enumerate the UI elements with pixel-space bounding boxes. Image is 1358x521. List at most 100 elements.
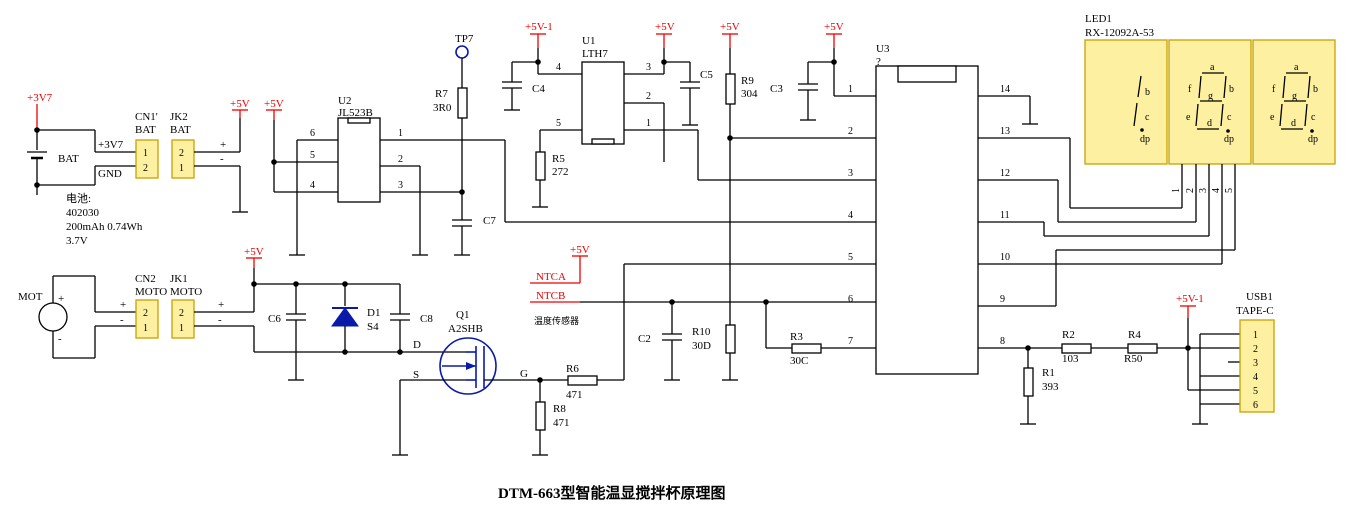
cn2-ref: CN2	[135, 273, 156, 285]
battery-ref: BAT	[58, 153, 79, 165]
led-seg-e2: e	[1186, 112, 1191, 123]
jk2-plus: +	[220, 139, 226, 151]
c7-ref: C7	[483, 215, 496, 227]
usb-val: TAPE-C	[1236, 305, 1274, 317]
cn1-val: BAT	[135, 124, 156, 136]
ntca-label: NTCA	[536, 271, 566, 283]
r4	[1127, 343, 1158, 354]
led-seg-f3: f	[1272, 84, 1276, 95]
jk2-val: BAT	[170, 124, 191, 136]
u3-pin13: 13	[1000, 126, 1010, 137]
q1-gate-label: G	[520, 368, 528, 380]
led-ref: LED1	[1085, 13, 1112, 25]
power-label-5v-ntc: +5V	[570, 244, 590, 256]
cn2-plus: +	[120, 299, 126, 311]
led-seg-c1: c	[1145, 112, 1150, 123]
q1-ref: Q1	[456, 309, 469, 321]
u3-pin4: 4	[848, 210, 853, 221]
led-val: RX-12092A-53	[1085, 27, 1155, 39]
jk2-connector	[171, 139, 195, 179]
cn2-pin2: 1	[143, 323, 148, 334]
u3-pin10: 10	[1000, 252, 1010, 263]
power-label-5v-mot: +5V	[244, 246, 264, 258]
r9-ref: R9	[741, 75, 754, 87]
jk1-plus: +	[218, 299, 224, 311]
r6	[567, 375, 598, 386]
motor-ref: MOT	[18, 291, 43, 303]
led-pin4: 4	[1211, 188, 1222, 193]
usb-pin1: 1	[1253, 330, 1258, 341]
usb-pin5: 5	[1253, 386, 1258, 397]
q1-drain-label: D	[413, 339, 421, 351]
u1-ref: U1	[582, 35, 595, 47]
usb-section: R1 393 R2 103 R4 R50 +5V-1 USB1 TAPE-C 1…	[978, 291, 1275, 425]
r7-val: 3R0	[433, 102, 452, 114]
r3-ref: R3	[790, 331, 803, 343]
led-seg-c3: c	[1311, 112, 1316, 123]
r10	[725, 324, 736, 354]
u1-pin3: 3	[646, 62, 651, 73]
power-label-5v1-top: +5V-1	[525, 21, 553, 33]
u1-chip	[581, 61, 625, 145]
led-seg-a2: a	[1210, 62, 1215, 73]
u3-pin3: 3	[848, 168, 853, 179]
u3-pin14: 14	[1000, 84, 1010, 95]
r9-val: 304	[741, 88, 758, 100]
cn1-connector	[135, 139, 159, 179]
led-seg-d3: d	[1291, 118, 1296, 129]
motor-section: MOT + - CN2 MOTO 2 1 + - JK1 MOTO 2 1 + …	[18, 246, 598, 456]
u3-pin11: 11	[1000, 210, 1010, 221]
r5-val: 272	[552, 166, 569, 178]
c4-ref: C4	[532, 83, 545, 95]
r8-val: 471	[553, 417, 570, 429]
r2-val: 103	[1062, 353, 1079, 365]
d1-diode	[331, 307, 359, 327]
jk2-pin1: 2	[179, 148, 184, 159]
jk1-minus: -	[218, 314, 222, 326]
jk1-pin2: 1	[179, 323, 184, 334]
u3-pin7: 7	[848, 336, 853, 347]
r10-val: 30D	[692, 340, 711, 352]
r8	[535, 401, 546, 431]
motor-plus: +	[58, 293, 64, 305]
led-pin2: 2	[1185, 188, 1196, 193]
led-seg-dp2: dp	[1224, 134, 1234, 145]
u2-pin6: 6	[310, 128, 315, 139]
d1-val: S4	[367, 321, 379, 333]
led-digit-2	[1168, 39, 1252, 165]
motor-symbol	[38, 302, 68, 332]
led-seg-dp1: dp	[1140, 134, 1150, 145]
ntcb-label: NTCB	[536, 290, 565, 302]
ntc-section: +5V NTCA NTCB 温度传感器 C2 R3 30C	[530, 244, 876, 381]
u3-pin2: 2	[848, 126, 853, 137]
r2-ref: R2	[1062, 329, 1075, 341]
led-display: LED1 RX-12092A-53 b c dp a f b g e c d	[1084, 13, 1336, 264]
usb-connector	[1239, 319, 1275, 413]
battery-note-2: 402030	[66, 207, 100, 219]
u1-val: LTH7	[582, 48, 608, 60]
q1-source-label: S	[413, 369, 419, 381]
u1-pin1: 1	[646, 118, 651, 129]
led-pin5: 5	[1224, 188, 1235, 193]
tp7-testpoint	[455, 45, 469, 59]
cn1-plus-net: +3V7	[98, 139, 124, 151]
q1-mosfet	[439, 337, 497, 395]
power-label-5v1-usb: +5V-1	[1176, 293, 1204, 305]
r1-val: 393	[1042, 381, 1059, 393]
cn1-pin2: 2	[143, 163, 148, 174]
r6-ref: R6	[566, 363, 579, 375]
jk2-minus: -	[220, 153, 224, 165]
led-seg-d2: d	[1207, 118, 1212, 129]
cn1-ref: CN1'	[135, 111, 158, 123]
u3-pin8: 8	[1000, 336, 1005, 347]
r5-ref: R5	[552, 153, 565, 165]
r1	[1023, 367, 1034, 397]
u3-section: U3 ? 1 2 3 4 5 6 7 14 13 12 11 10 9 8	[597, 43, 1235, 381]
led-seg-e3: e	[1270, 112, 1275, 123]
power-label-3v7: +3V7	[27, 92, 53, 104]
usb-pin6: 6	[1253, 400, 1258, 411]
jk2-ref: JK2	[170, 111, 188, 123]
r2	[1061, 343, 1092, 354]
c2-ref: C2	[638, 333, 651, 345]
led-seg-b3: b	[1313, 84, 1318, 95]
